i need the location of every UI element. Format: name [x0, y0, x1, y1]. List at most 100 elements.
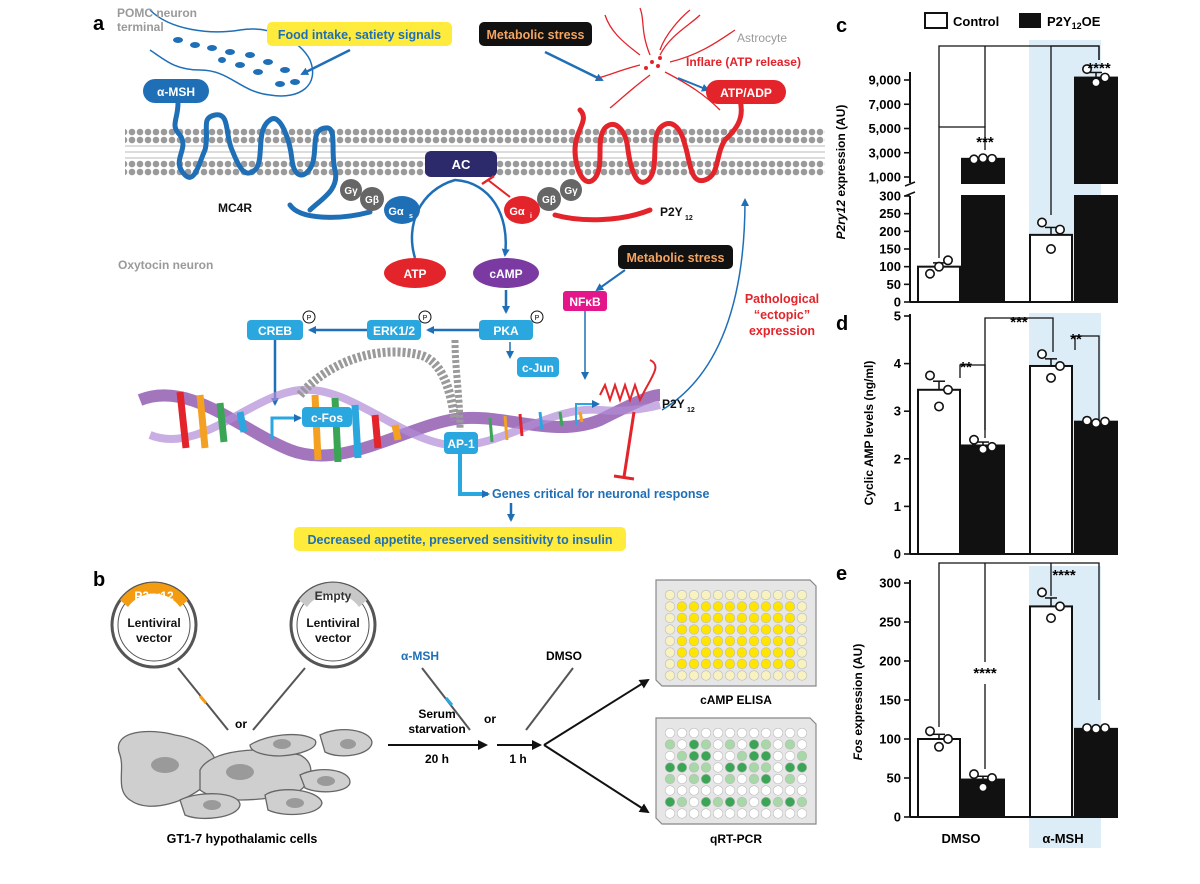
elisa-well: [700, 647, 712, 658]
qrt-well: [700, 739, 712, 750]
astrocyte-dots: [644, 56, 662, 70]
amsh-treat-label: α-MSH: [401, 649, 439, 663]
chart-c-bracket: [938, 126, 986, 258]
qrt-well: [712, 727, 724, 739]
panel-label-c: c: [836, 15, 847, 37]
elisa-well: [664, 589, 676, 601]
metabolic-stress-box-mid: [618, 245, 733, 269]
vector-empty-insert: [299, 582, 367, 607]
qrt-well: [772, 785, 784, 796]
pathological-line-2: “ectopic”: [754, 308, 810, 322]
qrt-well: [664, 796, 676, 808]
metabolic-stress-label-mid: Metabolic stress: [627, 251, 725, 265]
cjun-label: c-Jun: [522, 361, 554, 375]
elisa-well: [760, 589, 772, 601]
qrt-well: [700, 750, 712, 762]
vector2-line2: vector: [315, 631, 351, 645]
chart-d-tick-label: 1: [894, 499, 901, 514]
elisa-well: [724, 658, 736, 670]
chart-e-bracket: [938, 562, 1100, 727]
elisa-well: [760, 612, 772, 624]
serum-time: 20 h: [425, 752, 449, 766]
elisa-well: [688, 670, 700, 681]
qrt-well: [796, 739, 808, 750]
xlabel-amsh: α-MSH: [1042, 831, 1083, 846]
qrt-well: [748, 739, 760, 750]
g-gamma-left: [340, 179, 362, 201]
qrt-well: [688, 750, 700, 762]
chart-d-tick-label: 3: [894, 404, 901, 419]
chart-e-point: [924, 726, 935, 737]
legend-oe-label: P2Y12OE: [1047, 14, 1101, 31]
chart-c-bar: [917, 265, 961, 303]
vector-empty-tag: Empty: [315, 589, 352, 603]
qrt-plate: [655, 717, 817, 825]
elisa-well: [784, 624, 796, 635]
elisa-well: [676, 670, 688, 681]
elisa-well: [712, 624, 724, 635]
chart-c-point: [933, 261, 944, 272]
qrt-well: [760, 750, 772, 762]
chart-e-significance: ****: [973, 665, 997, 682]
chart-d-bar: [961, 444, 1005, 555]
camp-label: cAMP: [489, 267, 522, 281]
qrt-well: [736, 762, 748, 773]
chart-d-point: [924, 370, 935, 381]
panel-label-b: b: [93, 569, 105, 591]
chart-c-ylabel: P2ry12 expression (AU): [834, 105, 848, 240]
qrt-well: [664, 762, 676, 773]
qrt-well: [712, 796, 724, 808]
qrt-well: [688, 773, 700, 785]
pathological-line-3: expression: [749, 324, 815, 338]
qrt-well: [724, 785, 736, 796]
chart-d-ylabel: Cyclic AMP levels (ng/ml): [862, 361, 876, 506]
syringe-tip-amsh: [444, 697, 454, 706]
elisa-well: [736, 589, 748, 601]
qrt-well: [712, 739, 724, 750]
elisa-well: [796, 658, 808, 670]
elisa-well: [688, 658, 700, 670]
elisa-well: [700, 624, 712, 635]
panel-label-a: a: [93, 13, 105, 35]
legend-control-swatch: [924, 12, 948, 29]
qrt-well: [688, 739, 700, 750]
elisa-well: [760, 601, 772, 612]
qrt-well: [796, 785, 808, 796]
pomc-label-2: terminal: [117, 20, 164, 34]
inflare-label: Inflare (ATP release): [686, 55, 801, 69]
elisa-well: [760, 670, 772, 681]
elisa-well: [676, 601, 688, 612]
panel-b: b P2ry12 Lentiviral vector Empty Lentivi…: [93, 569, 817, 846]
arrow-qrt: [543, 744, 650, 814]
chart-c-tick-label: 5,000: [868, 121, 901, 136]
ac-label: AC: [452, 157, 471, 172]
qrt-well: [736, 739, 748, 750]
creb-phospho-label: P: [307, 315, 312, 322]
cfos-promoter-arrow: [270, 414, 302, 440]
qrt-well: [784, 785, 796, 796]
chart-e-tick-label: 200: [879, 654, 901, 669]
chart-c-tick-label: 300: [879, 189, 901, 204]
pka-box: [479, 320, 533, 340]
qrt-well: [676, 773, 688, 785]
chart-d-point: [1046, 372, 1057, 383]
food-intake-label: Food intake, satiety signals: [278, 28, 441, 42]
pka-phospho: [530, 310, 544, 324]
g-beta-right: [537, 187, 561, 211]
dmso-treat-label: DMSO: [546, 649, 582, 663]
astrocyte: [597, 7, 736, 111]
qrt-well: [784, 727, 796, 739]
elisa-well: [748, 589, 760, 601]
g-alpha-s: [384, 196, 420, 224]
elisa-well: [784, 612, 796, 624]
qrt-well: [700, 762, 712, 773]
chart-e-bar: [1029, 605, 1073, 819]
vector-p2ry12-tag: P2ry12: [134, 589, 174, 603]
qrt-well: [736, 785, 748, 796]
time-1h: 1 h: [509, 752, 526, 766]
chart-d-bar: [1029, 364, 1073, 556]
qrt-well: [676, 808, 688, 819]
elisa-well: [700, 601, 712, 612]
chart-c-significance: ***: [976, 134, 994, 151]
